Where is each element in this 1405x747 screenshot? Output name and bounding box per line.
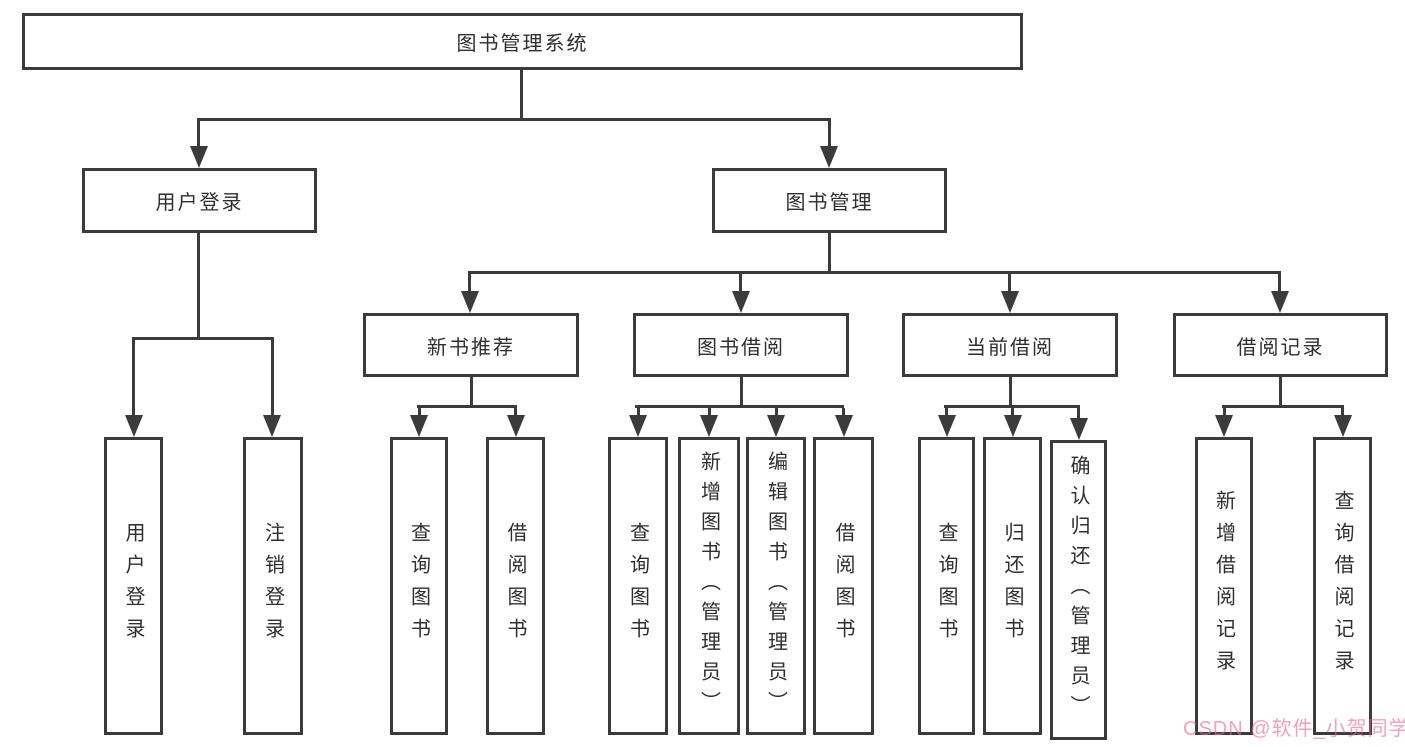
node-current-borrow: 当前借阅: [902, 313, 1118, 377]
arrowhead-down-icon: [1334, 415, 1352, 437]
connector-drop-leaf: [775, 408, 778, 418]
connector-book-borrow-rail: [635, 405, 844, 408]
connector-book-management-stem: [828, 233, 831, 271]
connector-drop-leaf: [1011, 408, 1014, 418]
connector-borrow-records-rail: [1222, 405, 1344, 408]
node-book-management: 图书管理: [712, 168, 947, 233]
connector-drop-current-borrow: [1008, 274, 1011, 293]
node-label: 当前借阅: [966, 336, 1054, 359]
connector-drop-leaf: [708, 408, 711, 418]
arrowhead-down-icon: [190, 146, 208, 168]
connector-drop-leaf: [842, 408, 845, 418]
arrowhead-down-icon: [410, 415, 428, 437]
node-label: 借阅图书: [832, 522, 854, 650]
connector-drop-borrow-records: [1278, 274, 1281, 293]
leaf-query-books-current: 查询图书: [918, 437, 975, 735]
node-label: 注销登录: [261, 522, 284, 650]
node-label: 新书推荐: [427, 336, 515, 359]
arrowhead-down-icon: [1070, 418, 1088, 440]
arrowhead-down-icon: [629, 415, 647, 437]
node-label: 查询图书: [935, 522, 957, 650]
connector-current-borrow-rail: [944, 405, 1080, 408]
leaf-query-borrow-record: 查询借阅记录: [1313, 437, 1372, 735]
connector-drop-leaf: [514, 408, 517, 418]
connector-user-login-stem: [197, 233, 200, 337]
leaf-user-login: 用户登录: [104, 437, 163, 735]
arrowhead-down-icon: [1271, 291, 1289, 313]
node-label: 借阅记录: [1236, 336, 1325, 359]
node-label: 查询图书: [626, 522, 649, 650]
connector-user-login-rail: [132, 337, 274, 340]
connector-book-borrow-stem: [740, 377, 743, 405]
node-borrow-records: 借阅记录: [1173, 313, 1388, 377]
arrowhead-down-icon: [732, 291, 750, 313]
leaf-borrow-books-borrow: 借阅图书: [813, 437, 874, 735]
connector-root-rail: [197, 118, 831, 121]
node-new-book-recommend: 新书推荐: [363, 313, 579, 377]
connector-drop-leaf: [418, 408, 421, 418]
node-label: 编辑图书（管理员）: [764, 451, 787, 721]
connector-drop-user-login: [197, 121, 200, 149]
leaf-logout: 注销登录: [243, 437, 303, 735]
connector-borrow-records-stem: [1279, 377, 1282, 405]
arrowhead-down-icon: [1004, 415, 1022, 437]
node-label: 图书管理系统: [456, 33, 589, 55]
leaf-query-books-recommend: 查询图书: [390, 437, 448, 735]
arrowhead-down-icon: [938, 415, 956, 437]
arrowhead-down-icon: [125, 415, 143, 437]
node-label: 新增图书（管理员）: [697, 451, 720, 721]
leaf-edit-book-admin: 编辑图书（管理员）: [746, 437, 806, 735]
connector-new-book-recommend-rail: [417, 405, 517, 408]
node-label: 用户登录: [155, 192, 244, 214]
node-book-borrow: 图书借阅: [633, 313, 849, 377]
node-label: 图书借阅: [697, 336, 785, 359]
arrowhead-down-icon: [507, 415, 525, 437]
arrowhead-down-icon: [263, 415, 281, 437]
connector-drop-book-borrow: [739, 274, 742, 293]
connector-drop-leaf: [1077, 408, 1080, 420]
connector-drop-new-book-recommend: [468, 274, 471, 293]
csdn-watermark: CSDN @软件_小贺同学: [1183, 718, 1405, 740]
leaf-return-books: 归还图书: [983, 437, 1042, 735]
node-root-library-system: 图书管理系统: [22, 13, 1023, 70]
node-label: 图书管理: [785, 192, 874, 214]
connector-drop-leaf-user-login: [132, 340, 135, 418]
leaf-confirm-return-admin: 确认归还（管理员）: [1050, 440, 1107, 740]
node-label: 用户登录: [122, 522, 144, 650]
arrowhead-down-icon: [461, 291, 479, 313]
arrowhead-down-icon: [700, 415, 718, 437]
arrowhead-down-icon: [1215, 415, 1233, 437]
leaf-query-books-borrow: 查询图书: [608, 437, 668, 735]
arrowhead-down-icon: [1001, 291, 1019, 313]
connector-book-management-rail: [468, 271, 1281, 274]
connector-drop-leaf: [945, 408, 948, 418]
node-user-login: 用户登录: [82, 168, 317, 233]
connector-drop-leaf: [1341, 408, 1344, 418]
connector-new-book-recommend-stem: [470, 377, 473, 405]
connector-drop-book-management: [828, 121, 831, 149]
node-label: 归还图书: [1001, 522, 1023, 650]
leaf-borrow-books-recommend: 借阅图书: [486, 437, 545, 735]
connector-drop-leaf-logout: [271, 340, 274, 418]
connector-drop-leaf: [637, 408, 640, 418]
connector-current-borrow-stem: [1009, 377, 1012, 405]
node-label: 查询图书: [407, 522, 430, 650]
connector-drop-leaf: [1223, 408, 1226, 418]
node-label: 借阅图书: [504, 522, 526, 650]
leaf-add-borrow-record: 新增借阅记录: [1195, 437, 1253, 735]
node-label: 确认归还（管理员）: [1067, 455, 1089, 725]
arrowhead-down-icon: [767, 415, 785, 437]
arrowhead-down-icon: [820, 146, 838, 168]
node-label: 查询借阅记录: [1331, 490, 1353, 682]
leaf-add-book-admin: 新增图书（管理员）: [678, 437, 740, 735]
connector-root-stem: [520, 70, 523, 118]
node-label: 新增借阅记录: [1212, 490, 1235, 682]
arrowhead-down-icon: [835, 415, 853, 437]
